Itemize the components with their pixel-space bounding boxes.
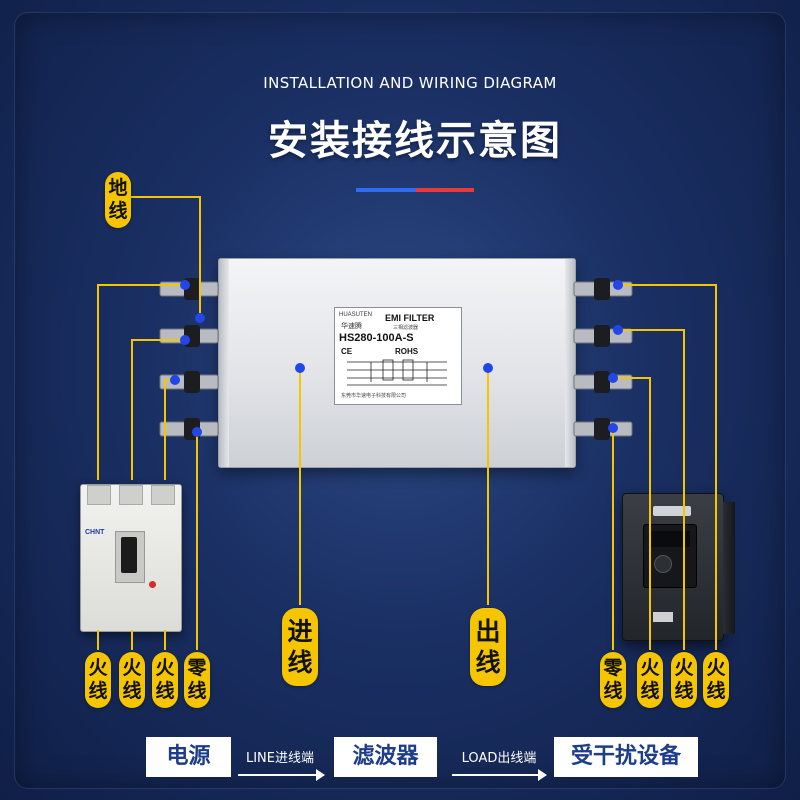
breaker-terminal-slot	[119, 485, 143, 505]
frame-border	[14, 12, 786, 789]
breaker-terminal-slot	[151, 485, 175, 505]
tag-right-live-3: 火线	[703, 652, 729, 708]
tag-line-in: 进线	[282, 608, 318, 686]
nameplate-model: HS280-100A-S	[339, 332, 414, 344]
inverter-side	[723, 502, 735, 634]
inverter-display	[650, 531, 690, 547]
tag-left-live-3: 火线	[152, 652, 178, 708]
ce-mark: CE	[341, 347, 353, 356]
breaker-indicator	[149, 581, 156, 588]
breaker-handle	[121, 537, 137, 573]
breaker-brand: CHNT	[85, 529, 105, 536]
wire-left-1	[97, 284, 185, 480]
dot-left-2	[195, 313, 205, 323]
tag-ground: 地线	[105, 172, 131, 228]
dot-right-4	[608, 423, 618, 433]
dot-right-3	[608, 373, 618, 383]
dot-right-2	[613, 325, 623, 335]
nameplate-maker: 东莞市华速电子科技有限公司	[341, 393, 407, 399]
flow-filter-box: 滤波器	[334, 737, 437, 777]
filter-nameplate: HUASUTEN 华速腾 EMI FILTER 三相滤波器 HS280-100A…	[334, 307, 462, 405]
nameplate-brand-cn: 华速腾	[341, 323, 362, 330]
dot-left-4	[170, 375, 180, 385]
flow-arrow-line-1	[238, 774, 318, 776]
dot-right-1	[613, 280, 623, 290]
terminal-nut-right-2	[594, 325, 610, 347]
nameplate-product: EMI FILTER	[385, 313, 435, 323]
inverter-device	[622, 493, 735, 641]
flow-load-label: LOAD出线端	[461, 751, 537, 766]
subtitle-en: INSTALLATION AND WIRING DIAGRAM	[263, 74, 557, 92]
tag-left-live-2: 火线	[119, 652, 145, 708]
accent-bar-red	[416, 188, 474, 192]
dot-left-1	[180, 280, 190, 290]
flow-source-box: 电源	[146, 737, 231, 777]
nameplate-brand: HUASUTEN	[339, 312, 373, 318]
flow-arrow-head-1	[316, 769, 325, 781]
terminal-nut-left-3	[184, 371, 200, 393]
tag-right-live-1: 火线	[637, 652, 663, 708]
terminal-nut-right-3	[594, 371, 610, 393]
flow-device-box: 受干扰设备	[554, 737, 698, 777]
terminal-nut-right-4	[594, 418, 610, 440]
dot-left-3	[180, 335, 190, 345]
flow-arrow-head-2	[538, 769, 547, 781]
emi-filter: HUASUTEN 华速腾 EMI FILTER 三相滤波器 HS280-100A…	[218, 258, 576, 468]
wire-ground	[130, 196, 201, 313]
wire-left-2	[131, 339, 185, 480]
dot-load-out	[483, 363, 493, 373]
tag-right-live-2: 火线	[671, 652, 697, 708]
flow-line-label: LINE进线端	[245, 751, 314, 766]
wire-right-1	[618, 284, 717, 650]
inverter-keypad	[643, 524, 697, 588]
rohs-mark: ROHS	[395, 347, 419, 356]
breaker-terminal-slot	[87, 485, 111, 505]
dot-line-in	[295, 363, 305, 373]
circuit-schematic	[347, 359, 447, 386]
filter-edge-left	[219, 259, 229, 467]
dot-left-5	[192, 427, 202, 437]
inverter-knob	[654, 555, 672, 573]
flow-arrow-line-2	[452, 774, 540, 776]
wire-right-2	[618, 329, 685, 650]
tag-right-neutral: 零线	[600, 652, 626, 708]
inverter-logo	[653, 506, 691, 516]
title-cn: 安装接线示意图	[268, 118, 562, 164]
terminal-nut-right-1	[594, 278, 610, 300]
nameplate-product-cn: 三相滤波器	[393, 325, 419, 331]
tag-left-neutral: 零线	[184, 652, 210, 708]
tag-left-live-1: 火线	[85, 652, 111, 708]
accent-bar-blue	[356, 188, 416, 192]
filter-edge-right	[565, 259, 575, 467]
circuit-breaker: CHNT	[80, 484, 182, 632]
tag-load-out: 出线	[470, 608, 506, 686]
wire-right-3	[613, 377, 651, 650]
inverter-warning-label	[653, 612, 673, 622]
